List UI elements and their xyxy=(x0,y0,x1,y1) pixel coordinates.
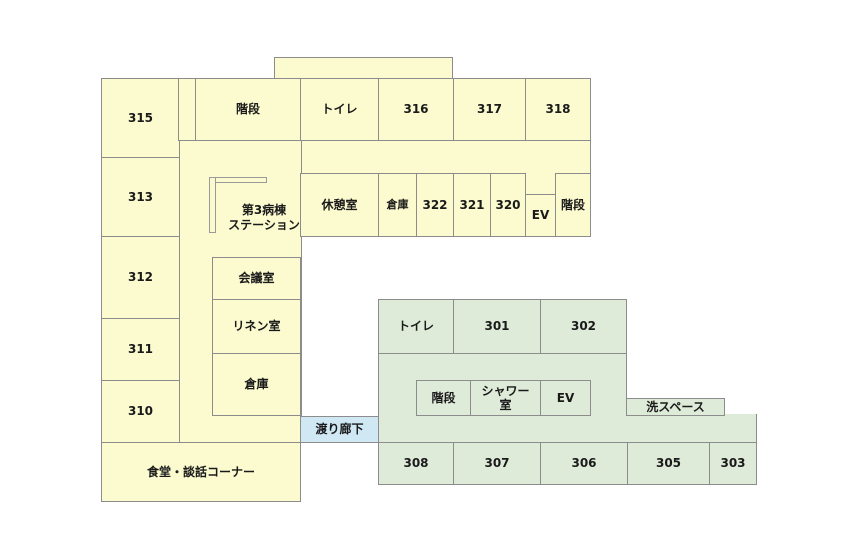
bridge-corridor-label: 渡り廊下 xyxy=(315,422,364,437)
bridge-corridor: 渡り廊下 xyxy=(300,416,379,443)
ev-south-label: EV xyxy=(556,390,575,405)
room-322: 322 xyxy=(416,173,454,237)
room-305: 305 xyxy=(627,442,710,485)
ev-south: EV xyxy=(540,380,591,416)
nurse-station-label: 第3病棟 ステーション xyxy=(225,203,303,233)
ev-north-label: EV xyxy=(531,208,550,223)
room-308: 308 xyxy=(378,442,454,485)
station-counter xyxy=(209,177,267,183)
storage-north: 倉庫 xyxy=(378,173,417,237)
stairs-north-label: 階段 xyxy=(235,102,260,117)
room-302-label: 302 xyxy=(570,319,597,334)
stairs-north: 階段 xyxy=(195,78,301,141)
station-line2: ステーション xyxy=(228,218,300,232)
wash-space: 洗スペース xyxy=(626,398,725,416)
storage-west-label: 倉庫 xyxy=(244,377,269,392)
meeting-room: 会議室 xyxy=(212,257,301,300)
room-301-label: 301 xyxy=(484,319,510,334)
shower-line2: 室 xyxy=(499,398,512,412)
lounge: 休憩室 xyxy=(300,173,379,237)
room-303: 303 xyxy=(709,442,757,485)
toilet-south: トイレ xyxy=(378,299,454,354)
room-318-label: 318 xyxy=(545,102,571,117)
room-307-label: 307 xyxy=(484,456,510,471)
room-318: 318 xyxy=(525,78,591,141)
room-306-label: 306 xyxy=(571,456,597,471)
linen-room: リネン室 xyxy=(212,299,301,354)
room-312: 312 xyxy=(101,236,180,319)
room-322-label: 322 xyxy=(422,197,448,212)
ev-north: EV xyxy=(525,194,556,237)
room-311: 311 xyxy=(101,318,180,381)
narrow-shaft xyxy=(178,78,196,141)
room-317: 317 xyxy=(453,78,526,141)
room-321-label: 321 xyxy=(459,197,485,212)
room-301: 301 xyxy=(453,299,541,354)
storage-west: 倉庫 xyxy=(212,353,301,416)
station-line1: 第3病棟 xyxy=(241,203,287,217)
north-annex xyxy=(274,57,453,80)
lounge-label: 休憩室 xyxy=(321,197,358,212)
stairs-south-label: 階段 xyxy=(431,390,456,405)
room-303-label: 303 xyxy=(720,456,746,471)
room-321: 321 xyxy=(453,173,491,237)
storage-north-label: 倉庫 xyxy=(386,198,409,212)
room-306: 306 xyxy=(540,442,628,485)
room-315: 315 xyxy=(101,78,180,158)
toilet-south-label: トイレ xyxy=(397,319,434,334)
shower-room: シャワー室 xyxy=(470,380,541,416)
linen-room-label: リネン室 xyxy=(232,319,281,334)
room-316-label: 316 xyxy=(403,102,429,117)
stairs-east: 階段 xyxy=(555,173,591,237)
stairs-east-label: 階段 xyxy=(560,197,585,212)
room-320-label: 320 xyxy=(495,197,521,212)
dining-lounge-label: 食堂・談話コーナー xyxy=(146,464,255,479)
room-316: 316 xyxy=(378,78,454,141)
toilet-north: トイレ xyxy=(300,78,379,141)
room-312-label: 312 xyxy=(127,270,154,285)
meeting-room-label: 会議室 xyxy=(238,271,275,286)
room-310: 310 xyxy=(101,380,180,443)
room-311-label: 311 xyxy=(127,342,154,357)
stairs-south: 階段 xyxy=(416,380,471,416)
room-320: 320 xyxy=(490,173,526,237)
wash-space-label: 洗スペース xyxy=(646,399,705,414)
station-counter-side xyxy=(209,177,216,233)
room-307: 307 xyxy=(453,442,541,485)
room-302: 302 xyxy=(540,299,627,354)
room-313: 313 xyxy=(101,157,180,237)
toilet-north-label: トイレ xyxy=(321,102,358,117)
dining-lounge: 食堂・談話コーナー xyxy=(101,442,301,502)
room-310-label: 310 xyxy=(127,404,154,419)
room-313-label: 313 xyxy=(127,189,154,204)
room-315-label: 315 xyxy=(127,110,154,125)
shower-room-label: シャワー室 xyxy=(481,384,529,413)
room-308-label: 308 xyxy=(403,456,429,471)
room-317-label: 317 xyxy=(476,102,503,117)
room-305-label: 305 xyxy=(655,456,682,471)
shower-line1: シャワー xyxy=(481,383,530,398)
